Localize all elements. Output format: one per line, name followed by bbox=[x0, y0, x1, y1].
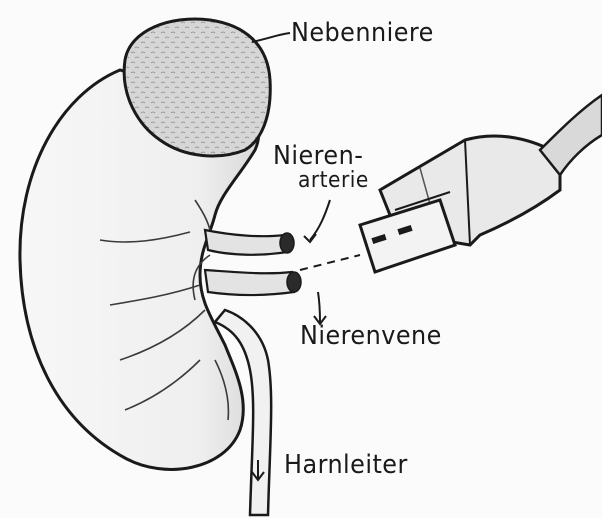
usb-plug bbox=[360, 95, 602, 272]
adrenal-gland-label: Nebenniere bbox=[291, 20, 434, 46]
renal-artery-opening bbox=[280, 233, 294, 253]
renal-artery-label-line1: Nieren- bbox=[273, 143, 363, 169]
renal-vein-label: Nierenvene bbox=[300, 323, 442, 349]
renal-vein bbox=[205, 270, 294, 295]
renal-vein-opening bbox=[287, 272, 301, 292]
connection-dashes bbox=[300, 255, 360, 270]
renal-artery bbox=[205, 230, 287, 255]
renal-artery-label-line2: arterie bbox=[298, 170, 369, 192]
usb-tongue bbox=[360, 200, 455, 272]
usb-cable bbox=[540, 95, 602, 175]
ureter-label: Harnleiter bbox=[284, 452, 408, 478]
